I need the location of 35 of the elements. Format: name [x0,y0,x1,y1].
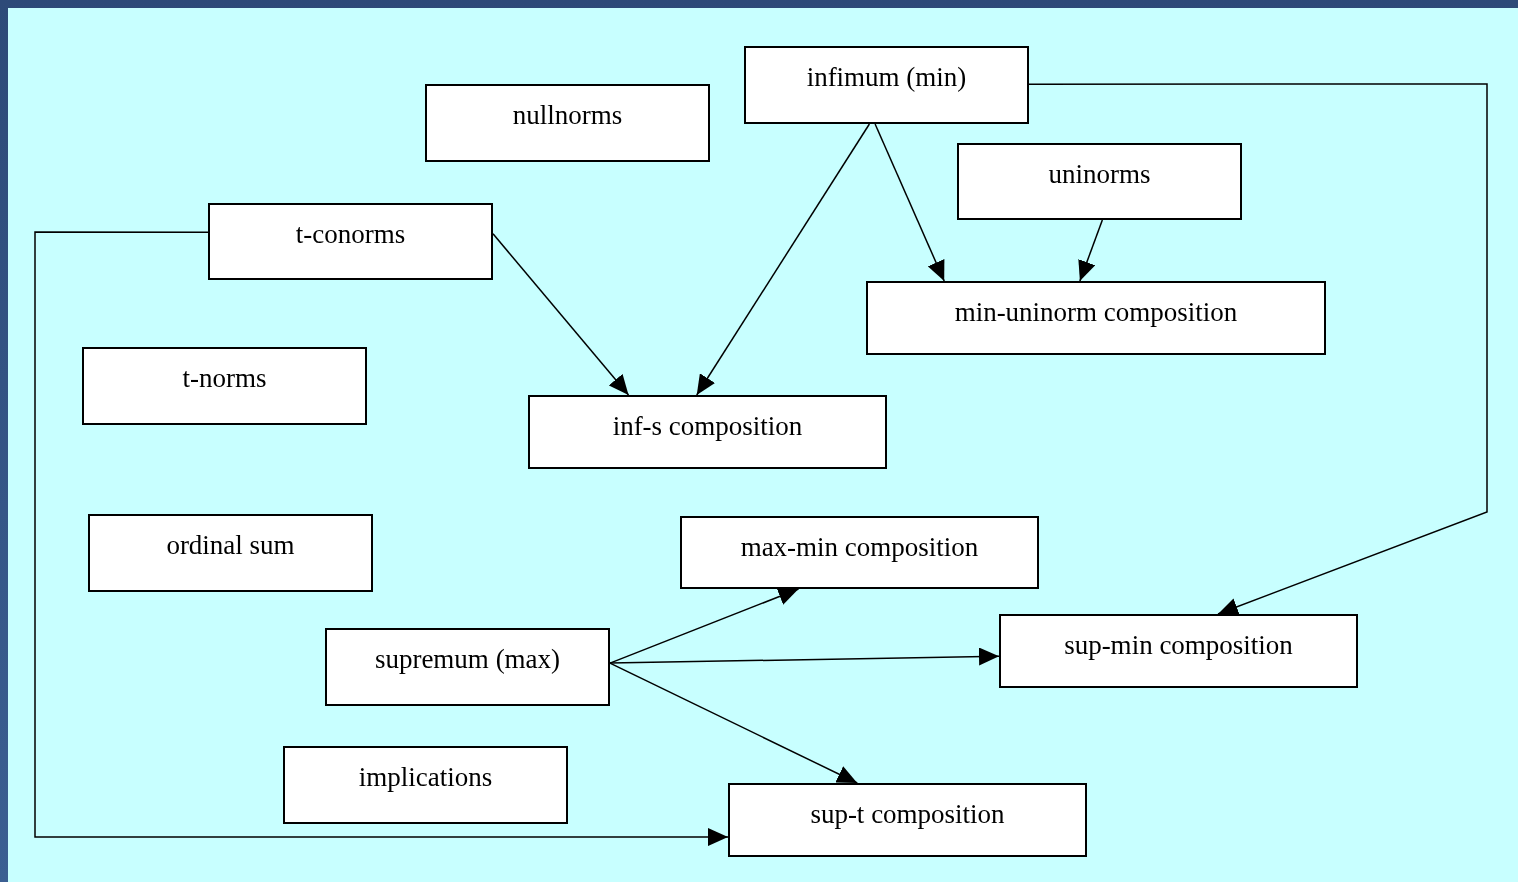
box-label: sup-t composition [810,798,1005,831]
process-box [208,203,493,280]
box-label: nullnorms [512,99,623,132]
arrow [696,123,871,396]
box-label: sup-min composition [1064,629,1293,662]
box-label: t-conorms [295,218,406,251]
box-label: supremum (max) [374,643,561,676]
arrow [609,647,1000,666]
arrow [492,233,630,396]
process-box [88,514,373,592]
arrow [609,587,800,664]
process-box [680,516,1039,589]
process-box [325,628,610,706]
process-box [82,347,367,425]
arrow [34,231,729,846]
process-box [744,46,1029,124]
box-label: implications [358,761,493,794]
process-box [999,614,1358,688]
arrow [874,123,945,282]
process-box [528,395,887,469]
process-box [283,746,568,824]
process-box [425,84,710,162]
arrow [1078,219,1104,282]
process-box [728,783,1087,857]
box-label: t-norms [182,362,267,395]
box-label: ordinal sum [166,529,295,562]
arrow [1028,83,1488,616]
box-label: min-uninorm composition [954,296,1238,329]
process-box [866,281,1326,355]
process-box [957,143,1242,220]
box-label: max-min composition [740,531,979,564]
box-label: uninorms [1048,158,1151,191]
box-label: infimum (min) [806,61,967,94]
box-label: inf-s composition [612,410,803,443]
arrow [609,662,858,784]
